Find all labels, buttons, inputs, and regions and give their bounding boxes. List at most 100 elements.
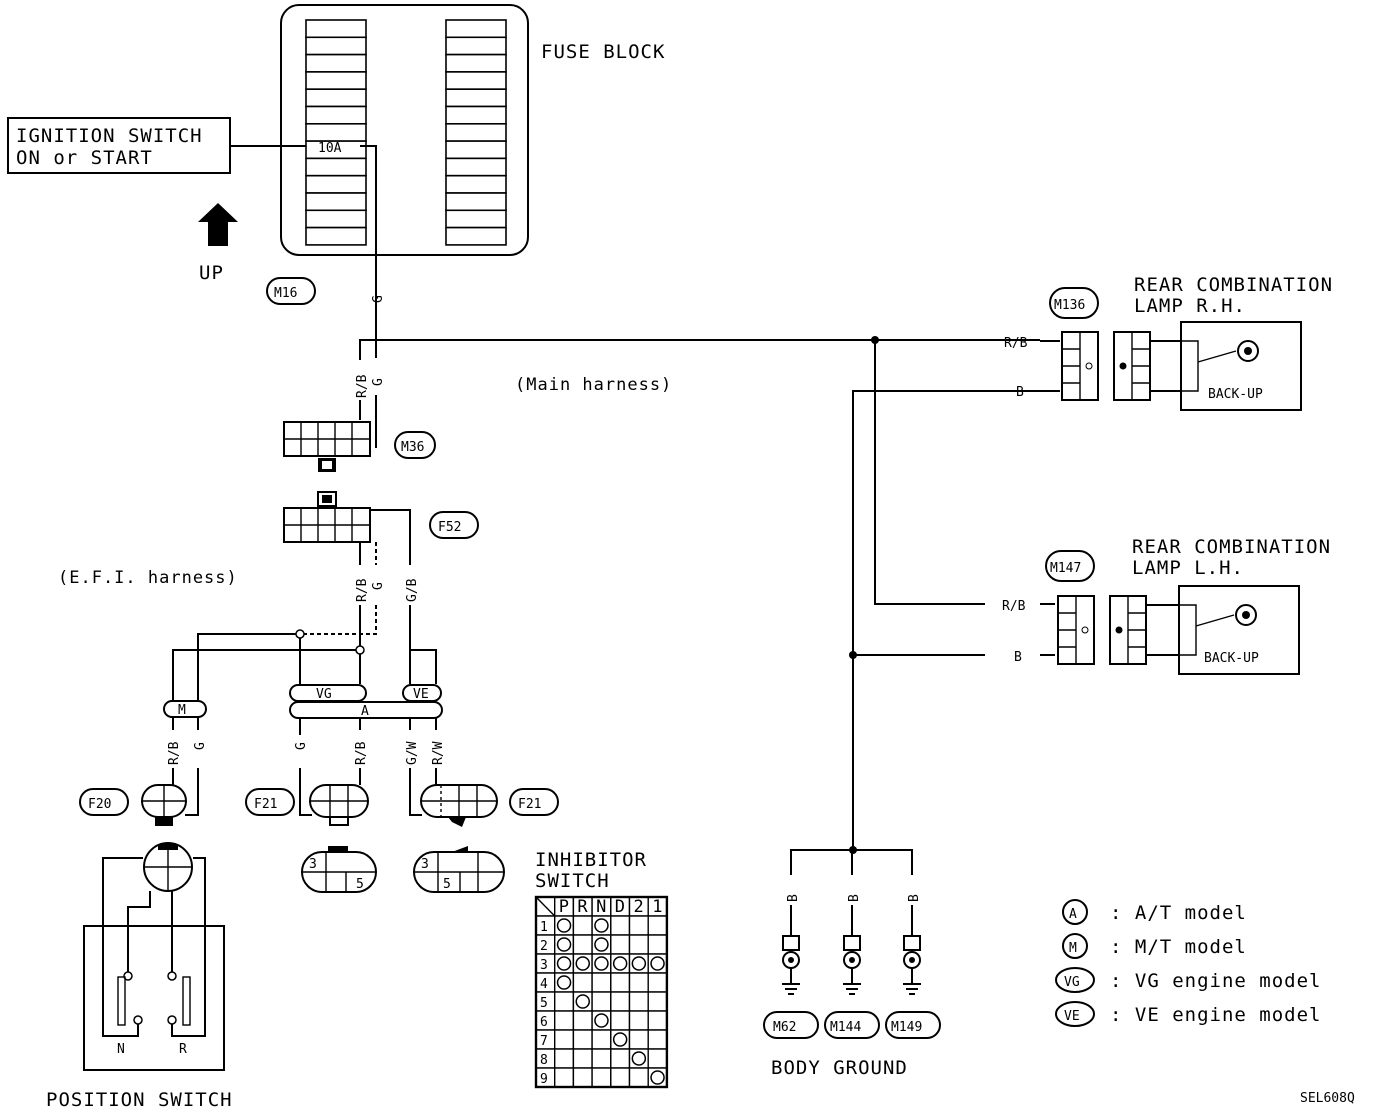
splice-markers [163,684,443,719]
inhibitor-cell [647,1029,668,1050]
inhibitor-cell [554,1067,575,1088]
inhibitor-row-label: 3 [540,958,548,973]
fuse-block-title: FUSE BLOCK [541,41,665,63]
legend-sym-vg: VG [1064,975,1080,990]
lamp-rh-connectors [1061,331,1151,401]
inhibitor-cell [572,934,593,955]
inhibitor-cell [628,991,649,1012]
lamp-rh-body [1150,321,1302,411]
splice-ve: VE [413,687,429,702]
lower-wires [172,717,437,816]
connector-m147-label: M147 [1050,561,1081,576]
connector-m62 [763,1011,819,1039]
position-switch [83,842,225,1071]
fuse-slot [305,157,367,177]
inhibitor-row-label: 8 [540,1053,548,1068]
inhibitor-row-label: 1 [540,920,548,935]
connector-f21b-label: F21 [518,797,541,812]
inhibitor-cell [647,934,668,955]
inhibitor-cell [647,915,668,936]
inhibitor-cell [591,1067,612,1088]
continuity-mark [575,994,590,1009]
inhibitor-cell [628,1010,649,1031]
inhibitor-cell [610,972,631,993]
fuse-slot [305,209,367,229]
junction-dots [849,336,879,854]
lamp-lh-body [1146,585,1300,675]
inhibitor-cell [572,915,593,936]
inhibitor-row-label: 9 [540,1072,548,1087]
pin-3: 3 [309,857,317,872]
inhibitor-cell [572,1067,593,1088]
inhibitor-header: 2 [634,897,645,917]
main-harness-label: (Main harness) [515,375,672,395]
inhibitor-cell [628,1067,649,1088]
wire-label-rb: R/B [1004,336,1028,351]
continuity-mark [650,1070,665,1085]
connector-f21b [509,788,559,816]
connector-m36 [394,431,436,459]
connector-m136 [1049,287,1099,319]
inhibitor-cell [628,1029,649,1050]
continuity-mark [650,956,665,971]
continuity-mark [556,937,572,952]
continuity-mark [594,1013,609,1028]
inhibitor-row-label: 6 [540,1015,548,1030]
wire-label-g: G [294,742,309,750]
inhibitor-cell [647,1010,668,1031]
continuity-mark [556,975,572,990]
wire-label-rb: R/B [354,741,369,765]
connector-m136-label: M136 [1054,298,1085,313]
inhibitor-cell [628,934,649,955]
legend-sym-a: A [1069,907,1077,922]
lamp-lh-connectors [1057,595,1147,665]
main-wires [359,145,1060,875]
splice-vg: VG [316,687,332,702]
fuse-slot [305,174,367,194]
connector-m36-body [283,421,371,472]
fuse-slot [445,71,507,91]
inhibitor-cell [628,972,649,993]
inhibitor-cell [572,1029,593,1050]
connector-f20 [79,788,129,816]
pin-5: 5 [443,877,451,892]
diagram-code: SEL608Q [1300,1091,1355,1106]
inhibitor-cell [554,1048,575,1069]
lamp-lh-line1: REAR COMBINATION [1132,536,1331,558]
wire-label-b: B [1016,385,1024,400]
continuity-mark [631,956,647,971]
continuity-mark [631,1051,647,1066]
fuse-slot [305,192,367,212]
wire-label-g: G [371,295,386,303]
fuse-slot [445,209,507,229]
wire-label-g: G [371,378,386,386]
splice-a: A [361,704,369,719]
inhibitor-row-label: 4 [540,977,548,992]
inhibitor-cell [647,972,668,993]
legend-sym-ve: VE [1064,1009,1080,1024]
efi-wires [172,509,437,700]
fuse-slot [445,174,507,194]
legend-sym-m: M [1069,941,1077,956]
inhibitor-header: R [577,897,588,917]
inhibitor-row-label: 7 [540,1034,548,1049]
fuse-slot [445,88,507,108]
inhibitor-cell [554,1010,575,1031]
legend-text-ve: : VE engine model [1110,1004,1321,1026]
wire-label-gb: G/B [405,578,420,602]
inhibitor-cell [591,991,612,1012]
wire-label-rb: R/B [355,578,370,602]
connector-m149 [885,1011,941,1039]
inhibitor-header: N [596,897,607,917]
up-label: UP [199,262,224,284]
connector-f21a [245,788,295,816]
legend: A : A/T model M : M/T model VG : VG engi… [1055,899,1321,1027]
inhibitor-cell [591,972,612,993]
lamp-lh-bulb: BACK-UP [1204,651,1259,666]
legend-text-vg: : VG engine model [1110,970,1321,992]
connector-m147 [1045,550,1095,582]
connector-m16-label: M16 [274,286,297,301]
fuse-slot [305,105,367,125]
inhibitor-cell [572,1010,593,1031]
